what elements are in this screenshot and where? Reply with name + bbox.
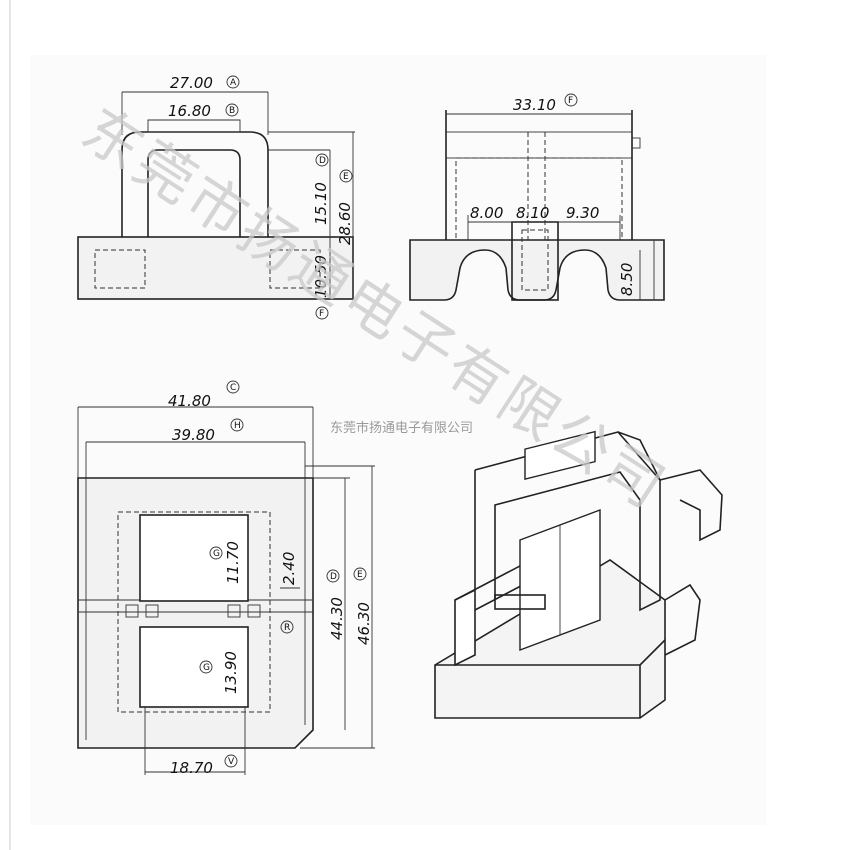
mark-circle xyxy=(315,306,329,320)
top-view: 41.80 C 39.80 H 11.70 G 2.40 44.30 D 46.… xyxy=(77,380,375,777)
top-mark-v: V xyxy=(228,757,235,767)
top-dim-41: 41.80 xyxy=(168,392,211,410)
mark-circle xyxy=(353,567,367,581)
top-dim-39: 39.80 xyxy=(172,426,215,444)
top-dim-44-30: 44.30 xyxy=(328,597,346,640)
top-dim-13-90: 13.90 xyxy=(222,651,240,694)
top-pin-4 xyxy=(247,604,261,618)
front-mark-e: E xyxy=(343,172,349,182)
side-dim-8-10: 8.10 xyxy=(516,204,549,222)
watermark-small: 东莞市扬通电子有限公司 xyxy=(330,420,473,436)
top-mark-g2: G xyxy=(203,663,210,673)
top-mark-r: R xyxy=(284,623,290,633)
mark-circle xyxy=(226,75,240,89)
iso-top-corner xyxy=(617,431,661,481)
iso-upper-frame xyxy=(474,431,661,612)
top-dim-11-70: 11.70 xyxy=(224,541,242,584)
top-dim-18-70: 18.70 xyxy=(170,759,213,777)
front-mark-d: D xyxy=(319,156,326,166)
top-window-lower xyxy=(139,626,249,708)
mark-circle xyxy=(339,169,353,183)
front-base-hidden-right xyxy=(269,249,321,289)
iso-flange-slot xyxy=(494,594,546,610)
top-mark-d: D xyxy=(330,572,337,582)
side-view: 33.10 F 8.00 8.10 9.30 8.50 xyxy=(409,93,665,301)
side-mark-f: F xyxy=(568,96,573,106)
mark-circle xyxy=(564,93,578,107)
front-base-hidden-left xyxy=(94,249,146,289)
top-mark-e: E xyxy=(357,570,363,580)
front-dim-28: 28.60 xyxy=(336,202,354,245)
top-mark-g1: G xyxy=(213,549,220,559)
front-dim-10: 10.50 xyxy=(312,255,330,298)
mark-circle xyxy=(199,660,213,674)
mark-circle xyxy=(224,754,238,768)
iso-right-tab-2 xyxy=(664,583,701,656)
front-dim-16: 16.80 xyxy=(168,102,211,120)
iso-base-corner xyxy=(639,639,666,666)
top-window-upper xyxy=(139,514,249,602)
mark-circle xyxy=(280,620,294,634)
iso-view xyxy=(434,430,723,719)
top-dim-2-40: 2.40 xyxy=(280,552,298,585)
top-pin-2 xyxy=(145,604,159,618)
iso-top-window xyxy=(524,430,596,480)
top-pin-3 xyxy=(227,604,241,618)
mark-circle xyxy=(226,380,240,394)
front-mark-f: F xyxy=(319,309,324,319)
front-view: 27.00 A 16.80 B 15.10 D 28.60 E 10.50 F xyxy=(77,74,355,320)
mark-circle xyxy=(225,103,239,117)
side-dim-8-00: 8.00 xyxy=(470,204,503,222)
front-mark-b: B xyxy=(229,106,235,116)
mark-circle xyxy=(326,569,340,583)
side-dim-9-30: 9.30 xyxy=(566,204,599,222)
front-bobbin-inner xyxy=(147,149,241,237)
mark-circle xyxy=(315,153,329,167)
iso-left-post xyxy=(454,588,476,667)
top-outline xyxy=(77,477,314,749)
top-mark-c: C xyxy=(230,383,236,393)
iso-right-tab-1 xyxy=(659,469,723,542)
top-mark-h: H xyxy=(234,421,241,431)
front-dim-15: 15.10 xyxy=(312,182,330,225)
front-mark-a: A xyxy=(230,78,237,88)
top-hidden-flange xyxy=(117,511,271,713)
mark-circle xyxy=(209,546,223,560)
mark-circle xyxy=(230,418,244,432)
front-dim-27: 27.00 xyxy=(170,74,213,92)
side-dim-8-50: 8.50 xyxy=(618,263,636,296)
side-center-hidden xyxy=(521,229,549,291)
top-pin-1 xyxy=(125,604,139,618)
top-dim-46-30: 46.30 xyxy=(355,602,373,645)
side-dim-33: 33.10 xyxy=(513,96,556,114)
front-base xyxy=(77,236,354,300)
